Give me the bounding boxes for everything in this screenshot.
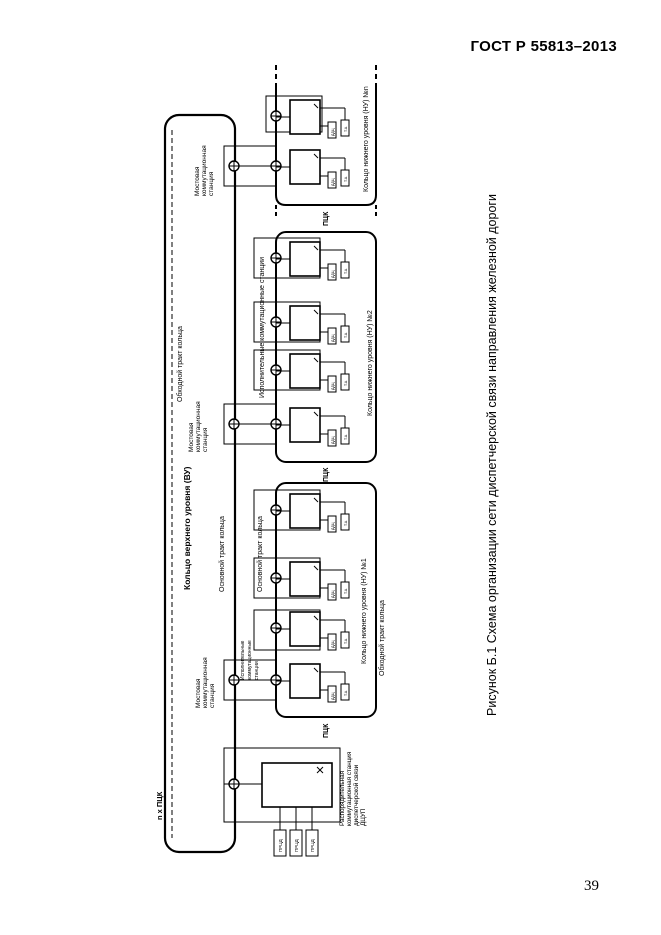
terminal-ddc-label: ДДЦ — [331, 692, 335, 700]
terminal-ddc — [327, 121, 337, 139]
terminal-ta — [340, 169, 350, 187]
terminal-ddc-label: ДДЦ — [331, 590, 335, 598]
terminal-ta-label: Т.А. — [344, 126, 348, 132]
terminal-ddc — [327, 515, 337, 533]
terminal-ta — [340, 261, 350, 279]
terminal-ta-label: Т.А. — [344, 176, 348, 182]
lower-ring-1-label: Кольцо нижнего уровня (НУ) №1 — [361, 558, 368, 664]
terminal-ta-label: Т.А. — [344, 332, 348, 338]
terminal-ta-label: Т.А. — [344, 268, 348, 274]
dcu-station-frame — [223, 747, 341, 823]
exec-stations-label: Исполнительные коммутационные станции — [259, 257, 266, 398]
upper-bypass-label: Обходной тракт кольца — [176, 326, 184, 402]
lower-ring-n-outline — [275, 85, 377, 206]
lower-ring-2-outline — [275, 231, 377, 463]
terminal-ddc — [327, 171, 337, 189]
terminal-ta-label: Т.А. — [344, 380, 348, 386]
terminal-ta — [340, 631, 350, 649]
terminal-ddc-label: ДДЦ — [331, 436, 335, 444]
bridge-station-label: Мостовая — [194, 166, 201, 196]
lower-ring-2-label: Кольцо нижнего уровня (НУ) №2 — [367, 310, 374, 416]
lower-ring-1-outline — [275, 482, 377, 718]
standard-header: ГОСТ Р 55813–2013 — [470, 38, 617, 55]
terminal-ta — [340, 513, 350, 531]
terminal-ta — [340, 683, 350, 701]
terminal-ta-label: Т.А. — [344, 638, 348, 644]
terminal-ddc-label: ДДЦ — [331, 178, 335, 186]
terminal-ddc — [327, 633, 337, 651]
station-switch — [289, 493, 321, 529]
lower-main-label: Основной тракт кольца — [256, 516, 264, 592]
terminal-ddc-label: ДДЦ — [331, 640, 335, 648]
dcu-switch — [261, 762, 333, 808]
upper-ring-outline — [163, 113, 237, 854]
bridge-station-label: станция — [208, 171, 215, 196]
terminal-ddc-label: ДДЦ — [331, 522, 335, 530]
terminal-ddc — [327, 327, 337, 345]
page-number: 39 — [584, 878, 599, 894]
terminal-ddc-label: ДДЦ — [331, 128, 335, 136]
terminal-ddc-label: ДДЦ — [331, 334, 335, 342]
terminal-ta-label: Т.А. — [344, 520, 348, 526]
terminal-ddc — [327, 429, 337, 447]
terminal-ta-label: Т.А. — [344, 434, 348, 440]
terminal-ta — [340, 427, 350, 445]
terminal-ddc — [327, 263, 337, 281]
pck-label-n: ПЦК — [323, 211, 330, 226]
terminal-ddc-label: ДДЦ — [331, 270, 335, 278]
prcd-label: ПРЦД — [278, 839, 283, 852]
bridge-station-label: Мостовая — [195, 678, 202, 708]
prcd-label: ПРЦД — [310, 839, 315, 852]
station-switch — [289, 561, 321, 597]
terminal-ta — [340, 325, 350, 343]
exec-stations-small-label: коммутационные — [247, 640, 253, 680]
lower-ring-n-label: Кольцо нижнего уровня (НУ) №n — [363, 86, 370, 192]
terminal-ddc-label: ДДЦ — [331, 382, 335, 390]
pck-label-2: ПЦК — [323, 467, 330, 482]
bridge-station-label: Мостовая — [188, 422, 195, 452]
prcd-label: ПРЦД — [294, 839, 299, 852]
prcd-box — [289, 829, 303, 857]
dcu-station-label: Распорядительная — [339, 771, 346, 826]
prcd-box — [305, 829, 319, 857]
terminal-ddc — [327, 375, 337, 393]
terminal-ddc — [327, 583, 337, 601]
prcd-box — [273, 829, 287, 857]
bridge-station-label: станция — [209, 683, 216, 708]
bridge-station-label: коммутационная — [202, 657, 209, 708]
exec-stations-small-label: станции — [254, 661, 260, 680]
terminal-ta-label: Т.А. — [344, 588, 348, 594]
figure-caption: Рисунок Б.1 Схема организации сети диспе… — [485, 194, 499, 716]
upper-ring-label: Кольцо верхнего уровня (ВУ) — [182, 466, 192, 590]
lower-bypass-label: Обходной тракт кольца — [378, 600, 386, 676]
bridge-station-label: станция — [202, 427, 209, 452]
dcu-station-label: коммутационная станция — [346, 752, 353, 826]
n-pck-label: n x ПЦК — [155, 791, 164, 820]
exec-stations-small-label: Исполнительные — [240, 640, 246, 680]
terminal-ta-label: Т.А. — [344, 690, 348, 696]
bridge-station-label: коммутационная — [201, 145, 208, 196]
terminal-ta — [340, 373, 350, 391]
terminal-ta — [340, 119, 350, 137]
dcu-station-label: диспетчерской связи — [352, 764, 360, 826]
upper-main-label: Основной тракт кольца — [218, 516, 226, 592]
terminal-ddc — [327, 685, 337, 703]
dcu-station-label: ДЦУП — [360, 808, 367, 826]
bridge-station-label: коммутационная — [195, 401, 202, 452]
pck-label-1: ПЦК — [323, 723, 330, 738]
terminal-ta — [340, 581, 350, 599]
